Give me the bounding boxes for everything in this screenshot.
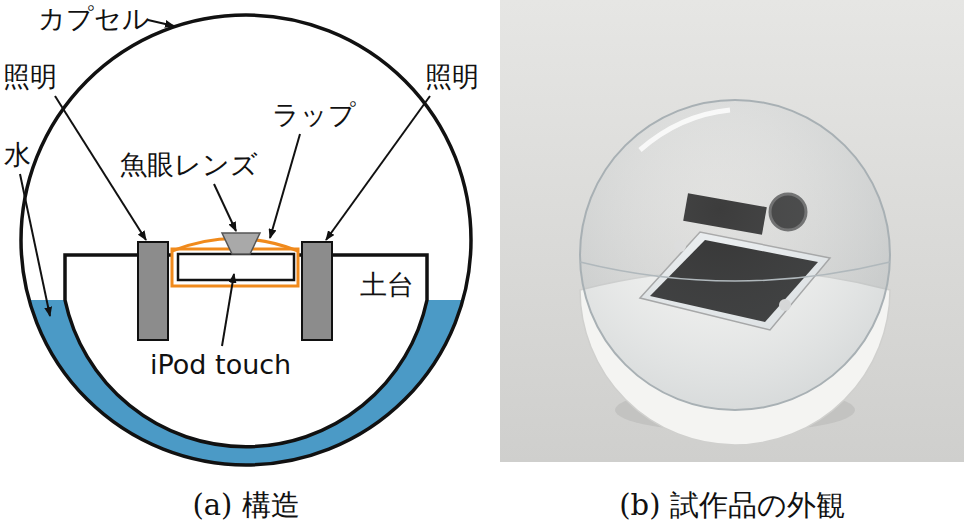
leader (148, 20, 174, 26)
light-label: 照明 (3, 62, 57, 92)
lens-label: 魚眼レンズ (120, 150, 258, 180)
ipod-label: iPod touch (150, 350, 291, 380)
leader (222, 274, 234, 346)
leader (270, 134, 300, 238)
ipod (178, 254, 294, 280)
water-label: 水 (4, 140, 31, 170)
wrap-label: ラップ (272, 100, 356, 130)
subfigure-caption: (b) 試作品の外観 (619, 488, 844, 522)
light-label: 照明 (425, 62, 479, 92)
photo-seam (580, 262, 890, 281)
subfigure-caption: (a) 構造 (192, 488, 299, 522)
leader (20, 174, 50, 316)
fisheye-lens (222, 233, 260, 254)
photo-background (500, 0, 964, 462)
leader (214, 184, 236, 231)
light (302, 242, 332, 340)
photo-capsule (580, 100, 890, 410)
photo-highlight (640, 110, 730, 150)
capsule-label: カプセル (38, 4, 150, 34)
platform-label: 土台 (360, 270, 414, 300)
light (138, 242, 168, 340)
capsule (21, 15, 471, 465)
